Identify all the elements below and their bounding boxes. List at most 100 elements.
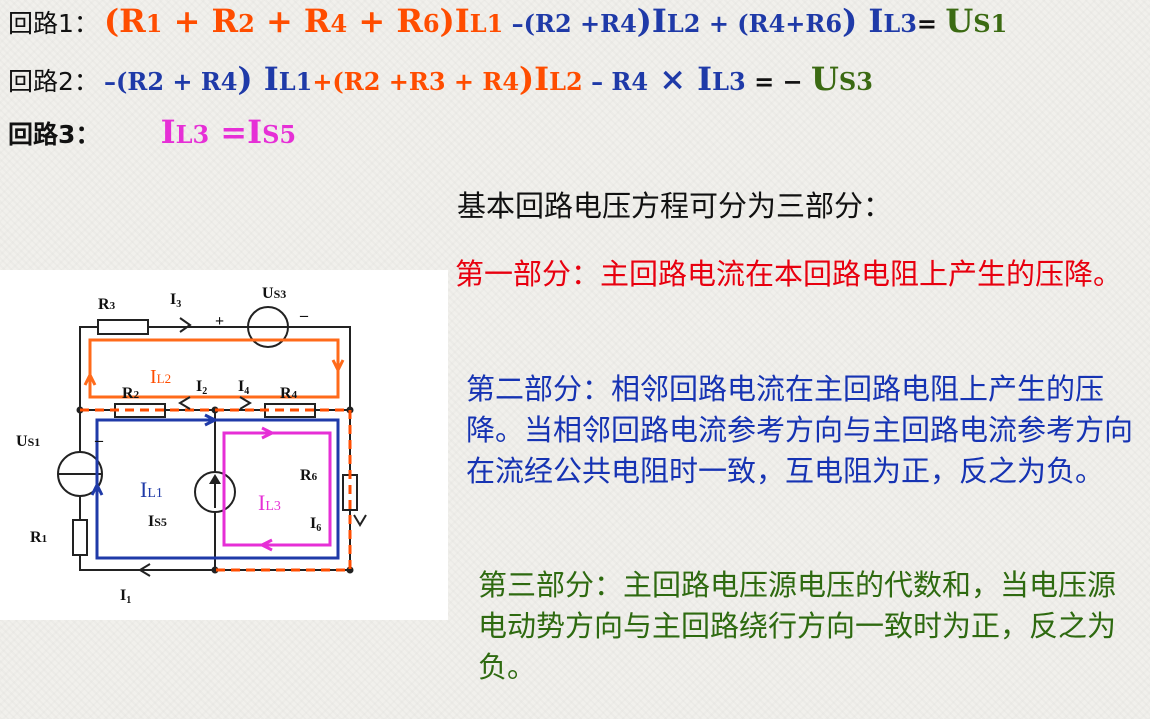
- eq1-term: )I: [636, 2, 667, 40]
- label-i6: I6: [310, 515, 321, 534]
- eq1-term: + R: [254, 2, 331, 40]
- eq1-sub: 4: [330, 9, 348, 38]
- il2-arrow-icon-left: [83, 371, 97, 386]
- eq1-sub: 2: [238, 9, 255, 38]
- loop-il1-path: [95, 418, 340, 560]
- label-us3-plus: +: [215, 313, 224, 330]
- eq1-term: + R: [347, 2, 423, 40]
- label-il3: IL3: [258, 490, 281, 515]
- eq1-sub: 4+: [768, 9, 806, 38]
- loop3-equation: 回路3： IL3 =IS5: [8, 113, 296, 151]
- eq2-sub: L3: [712, 67, 746, 96]
- label-i3: I3: [170, 291, 181, 310]
- eq2-sub: L1: [278, 67, 313, 96]
- part-two-text: 第二部分：相邻回路电流在主回路电阻上产生的压降。当相邻回路电流参考方向与主回路电…: [466, 372, 1134, 488]
- label-us1: US1: [16, 433, 40, 450]
- loop1-label: 回路1：: [8, 9, 99, 38]
- resistor-r3: [97, 319, 149, 335]
- label-us3: US3: [262, 285, 286, 302]
- i1-arrow-icon: [138, 563, 151, 577]
- circuit-diagram: R3 I3 US3 + – IL2 R2 I2 I4 R4 US1 – IL1 …: [0, 270, 448, 620]
- eq1-sub: 1: [145, 9, 163, 38]
- label-us3-minus: –: [299, 307, 309, 324]
- label-i4: I4: [238, 378, 249, 397]
- eq3-term: I: [160, 113, 176, 151]
- i3-arrow-icon: [179, 317, 192, 333]
- part-three-text: 第三部分：主回路电压源电压的代数和，当电压源电动势方向与主回路绕行方向一致时为正…: [478, 568, 1117, 684]
- eq1-equals: =: [916, 9, 946, 38]
- eq1-term: )I: [439, 2, 470, 40]
- dashed-loop-path: [80, 408, 352, 572]
- eq1-sub: S1: [973, 9, 1008, 38]
- eq2-sub: 2: [147, 67, 165, 96]
- eq1-term: (R: [104, 2, 146, 40]
- label-r4: R4: [280, 385, 298, 402]
- eq1-sub: 6: [422, 9, 440, 38]
- eq2-term: )I: [519, 60, 550, 98]
- label-r3: R3: [98, 296, 116, 313]
- i2-arrow-icon: [178, 396, 191, 410]
- label-r6: R6: [300, 467, 318, 484]
- panel-title: 基本回路电压方程可分为三部分：: [457, 189, 893, 223]
- il1-arrow-icon: [90, 481, 104, 496]
- eq2-sub: L2: [549, 67, 583, 96]
- label-i2: I2: [196, 378, 207, 397]
- label-is5: IS5: [148, 513, 167, 530]
- eq1-term: R: [805, 9, 826, 38]
- label-r1: R1: [30, 529, 47, 546]
- eq1-term: ) I: [842, 2, 884, 40]
- il2-arrow-icon: [331, 359, 345, 374]
- eq1-sub: L1: [469, 9, 504, 38]
- loop2-label: 回路2：: [8, 67, 99, 96]
- loop2-equation: 回路2： –(R2 + R4) IL1+(R2 +R3 + R4)IL2 – R…: [8, 60, 873, 98]
- label-r2: R2: [122, 385, 140, 402]
- eq1-term: +R: [571, 9, 621, 38]
- eq2-term: + R: [164, 67, 221, 96]
- il3-arrow-icon-bottom: [258, 538, 273, 552]
- eq3-sub: S5: [262, 120, 297, 149]
- i6-arrow-icon: [353, 514, 367, 527]
- eq2-term: ) I: [237, 60, 279, 98]
- eq2-equals: = −: [745, 67, 812, 96]
- eq1-term: + R: [162, 2, 239, 40]
- il3-arrow-icon: [261, 426, 276, 440]
- eq1-term: U: [945, 2, 974, 40]
- eq3-sub: L3: [175, 120, 210, 149]
- eq1-term: –(R: [503, 9, 555, 38]
- eq2-term: + R: [445, 67, 503, 96]
- eq2-sub: 3: [428, 67, 446, 96]
- eq2-term: U: [811, 60, 839, 98]
- eq2-term: +R: [380, 67, 429, 96]
- eq2-sub: 4: [631, 67, 649, 96]
- label-il2: IL2: [150, 366, 171, 388]
- eq1-sub: 6: [825, 9, 843, 38]
- i4-arrow-icon: [239, 396, 252, 410]
- label-il1: IL1: [140, 477, 163, 502]
- eq1-sub: L3: [883, 9, 917, 38]
- eq3-term: =I: [209, 113, 263, 151]
- label-us1-minus: –: [94, 432, 104, 449]
- eq1-sub: L2: [666, 9, 701, 38]
- eq2-sub: S3: [838, 67, 873, 96]
- eq2-term: +(R: [312, 67, 364, 96]
- eq2-term: × I: [648, 60, 713, 98]
- resistor-r1: [72, 519, 88, 556]
- il1-arrow-icon-top: [204, 413, 219, 427]
- eq1-term: + (R: [700, 9, 769, 38]
- part-one-text: 第一部分：主回路电流在本回路电阻上产生的压降。: [455, 257, 1123, 291]
- loop1-equation: 回路1： (R1 + R2 + R4 + R6)IL1 –(R2 +R4)IL2…: [8, 2, 1007, 40]
- eq1-sub: 4: [620, 9, 637, 38]
- loop-il2-path: [88, 338, 340, 399]
- loop-il3-path: [222, 431, 332, 547]
- label-i1: I1: [120, 587, 131, 606]
- eq2-term: – R: [582, 67, 632, 96]
- eq2-term: –(R: [104, 67, 148, 96]
- circuit-wires: [79, 326, 351, 571]
- eq1-sub: 2: [554, 9, 572, 38]
- eq2-sub: 4: [220, 67, 238, 96]
- loop3-label: 回路3：: [8, 120, 101, 149]
- circuit-svg: R3 I3 US3 + – IL2 R2 I2 I4 R4 US1 – IL1 …: [16, 285, 367, 606]
- eq2-sub: 4: [502, 67, 520, 96]
- is5-arrowhead: [209, 474, 221, 484]
- eq2-sub: 2: [363, 67, 381, 96]
